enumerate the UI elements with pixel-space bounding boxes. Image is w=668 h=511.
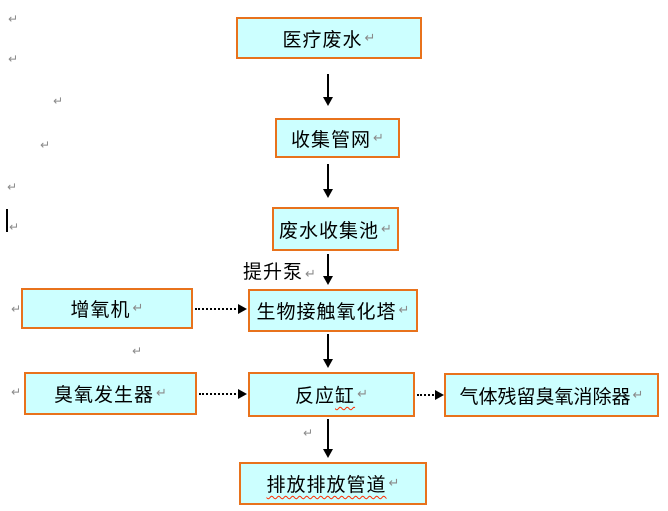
down-arrow-connector[interactable] [322, 419, 334, 458]
flow-box-medical-wastewater[interactable]: 医疗废水↵ [236, 17, 422, 59]
paragraph-mark-icon: ↵ [11, 385, 22, 399]
flow-box-reaction-tank[interactable]: 反应缸↵ [248, 372, 415, 417]
flow-box-aerator[interactable]: 增氧机↵ [21, 288, 193, 329]
box-label: 增氧机 [70, 300, 131, 321]
arrow-shaft [327, 419, 329, 450]
paragraph-mark-icon: ↵ [8, 52, 19, 66]
box-label-spellcheck: 缸 [335, 386, 356, 407]
paragraph-mark-icon: ↵ [632, 387, 644, 403]
box-label: 气体残留臭氧消除器 [459, 386, 631, 408]
down-arrow-connector[interactable] [322, 334, 334, 368]
paragraph-mark-icon: ↵ [7, 180, 18, 194]
paragraph-mark-icon: ↵ [132, 344, 143, 358]
box-label-spellcheck: 排放排放管道 [266, 475, 387, 496]
paragraph-mark-icon: ↵ [9, 220, 20, 234]
arrow-head-icon [238, 389, 247, 399]
flow-box-discharge-pipe[interactable]: 排放排放管道↵ [239, 462, 427, 505]
down-arrow-connector[interactable] [322, 74, 334, 106]
dotted-right-arrow-connector[interactable] [195, 303, 247, 315]
arrow-head-icon [238, 304, 247, 314]
box-label: 臭氧发生器 [54, 385, 155, 406]
paragraph-mark-icon: ↵ [373, 130, 384, 146]
arrow-head-icon [323, 97, 333, 106]
edge-label-lift-pump: 提升泵↵ [243, 257, 316, 284]
paragraph-mark-icon: ↵ [40, 138, 51, 152]
down-arrow-connector[interactable] [322, 254, 334, 285]
arrow-head-icon [323, 276, 333, 285]
paragraph-mark-icon: ↵ [303, 426, 314, 440]
arrow-shaft [199, 393, 240, 395]
paragraph-mark-icon: ↵ [11, 302, 22, 316]
arrow-head-icon [323, 189, 333, 198]
flow-box-wastewater-pool[interactable]: 废水收集池↵ [272, 207, 399, 251]
flow-box-gas-residual-ozone-eliminator[interactable]: 气体残留臭氧消除器↵ [444, 373, 659, 417]
paragraph-mark-icon: ↵ [398, 303, 410, 318]
paragraph-mark-icon: ↵ [8, 12, 19, 26]
box-label: 医疗废水 [282, 29, 363, 51]
arrow-shaft [327, 254, 329, 277]
flow-box-bio-contact-oxidation-tower[interactable]: 生物接触氧化塔↵ [248, 289, 418, 332]
paragraph-mark-icon: ↵ [357, 387, 368, 402]
edge-label-text: 提升泵 [243, 262, 304, 283]
paragraph-mark-icon: ↵ [132, 301, 144, 316]
arrow-head-icon [323, 359, 333, 368]
paragraph-mark-icon: ↵ [388, 476, 400, 491]
arrow-head-icon [323, 449, 333, 458]
down-arrow-connector[interactable] [322, 164, 334, 198]
flow-box-ozone-generator[interactable]: 臭氧发生器↵ [24, 372, 197, 415]
arrow-head-icon [435, 390, 444, 400]
paragraph-mark-icon: ↵ [53, 94, 64, 108]
paragraph-mark-icon: ↵ [364, 30, 376, 46]
text-cursor [6, 209, 8, 232]
dotted-right-arrow-connector[interactable] [199, 388, 247, 400]
arrow-shaft [195, 308, 240, 310]
box-label: 生物接触氧化塔 [256, 302, 397, 323]
dotted-right-arrow-connector[interactable] [417, 389, 444, 401]
arrow-shaft [327, 334, 329, 360]
flow-box-collection-network[interactable]: 收集管网↵ [275, 118, 400, 158]
paragraph-mark-icon: ↵ [305, 267, 316, 282]
box-label: 收集管网 [291, 129, 372, 151]
paragraph-mark-icon: ↵ [156, 386, 167, 401]
arrow-shaft [327, 164, 329, 190]
arrow-shaft [327, 74, 329, 98]
arrow-shaft [417, 394, 437, 396]
box-label: 废水收集池 [279, 220, 380, 242]
box-label: 反应 [295, 386, 336, 407]
paragraph-mark-icon: ↵ [381, 221, 392, 237]
